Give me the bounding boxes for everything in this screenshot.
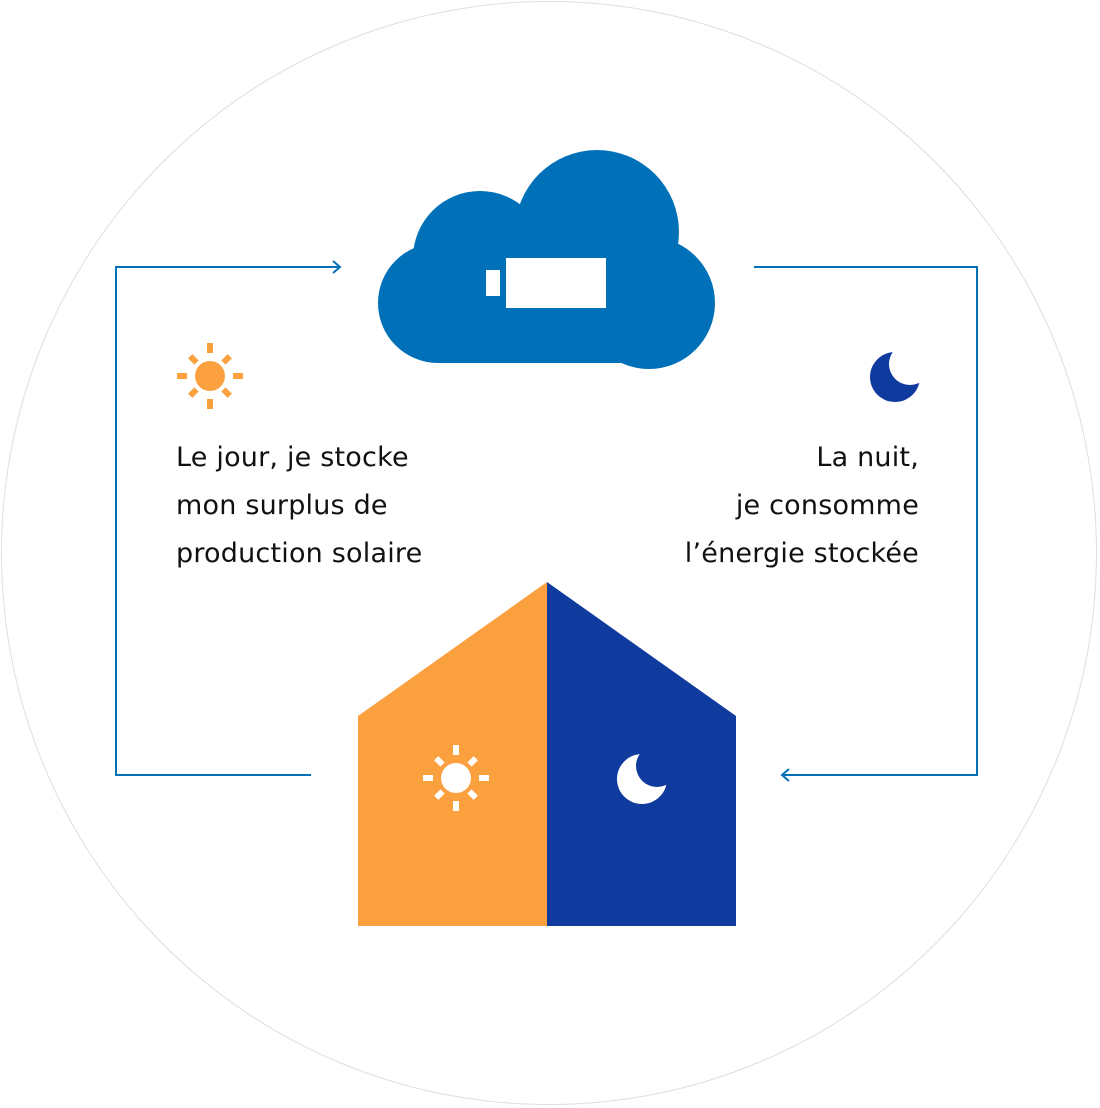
day-arrow-line xyxy=(115,266,339,776)
day-caption: Le jour, je stocke mon surplus de produc… xyxy=(176,434,422,578)
night-consumption-arrow xyxy=(754,266,978,782)
night-arrow-line xyxy=(754,266,978,776)
house-day-half xyxy=(358,582,547,926)
day-caption-line: mon surplus de xyxy=(176,490,388,521)
night-caption-line: je consomme xyxy=(735,490,919,521)
house-moon-icon xyxy=(617,745,678,804)
cloud-battery-icon xyxy=(378,150,715,369)
night-caption-line: La nuit, xyxy=(816,442,919,473)
day-caption-line: production solaire xyxy=(176,538,423,569)
battery-icon xyxy=(486,258,606,308)
sun-icon xyxy=(177,343,243,409)
moon-icon xyxy=(870,343,931,402)
night-caption: La nuit, je consomme l’énergie stockée xyxy=(685,434,919,578)
night-caption-line: l’énergie stockée xyxy=(684,538,919,569)
night-arrow-head-icon xyxy=(780,768,790,782)
day-storage-arrow xyxy=(115,260,342,776)
day-arrow-head-icon xyxy=(332,260,342,274)
house-icon xyxy=(358,582,736,926)
day-caption-line: Le jour, je stocke xyxy=(176,442,409,473)
cloud-icon xyxy=(378,150,715,369)
